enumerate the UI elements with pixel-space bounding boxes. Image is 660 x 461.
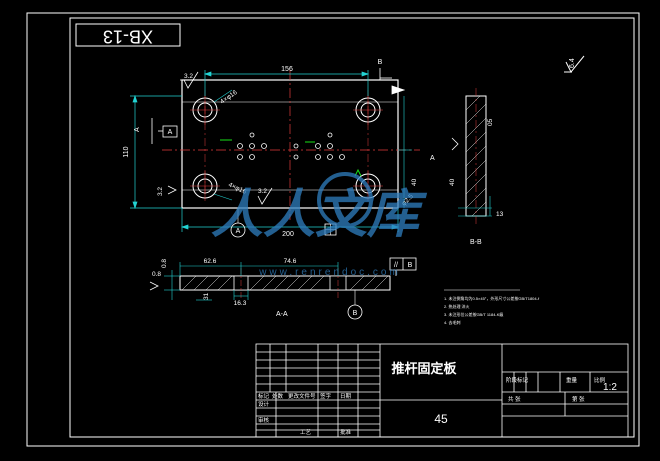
dim-right <box>398 96 412 208</box>
svg-text:16.3: 16.3 <box>234 300 247 307</box>
tolerance-frame <box>389 257 417 276</box>
datum-a-left <box>151 118 178 144</box>
corner-roughness-symbol: 6.4 <box>564 55 585 73</box>
watermark: 人人文库 www.renrendoc.com <box>211 172 428 278</box>
svg-text://: // <box>394 262 398 269</box>
drawing-code-box: XB-13 <box>75 23 181 47</box>
svg-text:05: 05 <box>487 118 494 126</box>
label-design: 设计 <box>258 400 270 408</box>
hole-bottom-left <box>190 171 220 201</box>
note-1: 1. 未注倒角均为0.5×45°，外形尺寸公差按GB/T1804-f <box>444 295 540 301</box>
roughness-top <box>180 71 199 89</box>
section-view-aa: 62.6 74.6 0.8 0.8 16.3 31 // B <box>149 257 417 320</box>
scale-value: 1:2 <box>603 382 617 393</box>
svg-text:A: A <box>134 127 141 132</box>
dim-top-width-text: 156 <box>281 66 293 73</box>
roughness-mid <box>257 187 273 205</box>
dim-height <box>130 94 182 210</box>
green-marks <box>220 139 362 177</box>
svg-text:40: 40 <box>411 178 418 186</box>
label-process: 工艺 <box>300 429 312 436</box>
svg-text:3.2: 3.2 <box>184 73 193 80</box>
hole-top-right <box>353 95 383 125</box>
svg-text:A: A <box>430 155 435 162</box>
section-arrow-b <box>379 68 406 95</box>
drawing-code: XB-13 <box>103 26 153 46</box>
svg-text:0.8: 0.8 <box>161 259 168 268</box>
material: 45 <box>434 412 448 426</box>
section-aa-label: A-A <box>276 311 288 318</box>
svg-text:62.6: 62.6 <box>204 258 217 265</box>
label-scale: 比例 <box>594 376 606 384</box>
section-bb-label: B-B <box>470 239 482 246</box>
svg-text:31: 31 <box>203 292 210 300</box>
svg-text:B: B <box>408 262 413 269</box>
svg-text:3.2: 3.2 <box>157 187 164 196</box>
hole-top-left <box>190 95 220 125</box>
svg-text:A: A <box>236 228 241 235</box>
svg-text:B: B <box>378 59 383 66</box>
dim-overall-width-text: 200 <box>282 231 294 238</box>
label-weight: 重量 <box>566 376 578 384</box>
pin-holes <box>237 132 345 160</box>
svg-text:74.6: 74.6 <box>284 258 297 265</box>
svg-text:6.4: 6.4 <box>569 58 576 68</box>
section-hatch <box>181 275 389 291</box>
outer-frame <box>26 12 640 447</box>
label-review: 审核 <box>258 416 270 424</box>
note-2: 2. 热处理 淬火 <box>444 303 470 309</box>
side-view-bb: 13 40 05 B-B <box>449 88 504 246</box>
row-label-date: 日期 <box>340 393 352 400</box>
watermark-logo-icon <box>317 172 373 228</box>
roughness-left <box>167 185 177 195</box>
svg-text:3.2: 3.2 <box>258 188 267 195</box>
watermark-url: www.renrendoc.com <box>258 267 401 278</box>
part-name: 推杆固定板 <box>391 361 457 376</box>
note-4: 4. 去毛刺 <box>444 319 460 325</box>
svg-text:B: B <box>353 310 358 317</box>
row-label-sign: 签字 <box>320 392 332 400</box>
dim-overall-width <box>180 208 400 232</box>
dim-top-width <box>203 70 370 96</box>
svg-text:13: 13 <box>496 211 504 218</box>
row-label-mark: 标记 <box>258 392 270 400</box>
label-approve: 批准 <box>340 428 352 436</box>
note-3: 3. 未注形位公差按GB/T 1184-K级 <box>444 311 503 317</box>
svg-text:40: 40 <box>449 178 456 186</box>
hole-spec-1: 4×φ16 <box>219 89 239 106</box>
svg-text:0.8: 0.8 <box>152 271 161 278</box>
label-sheet-no: 第 张 <box>572 395 585 403</box>
watermark-brand: 人人文库 <box>211 186 428 244</box>
label-sheets-total: 共 张 <box>508 395 521 403</box>
dim-height-text: 110 <box>123 146 130 157</box>
row-label-count: 处数 <box>272 392 284 400</box>
title-block <box>255 343 629 438</box>
label-stage-mark: 阶段标记 <box>506 376 529 384</box>
row-label-change: 更改文件号 <box>288 392 316 400</box>
technical-notes: 1. 未注倒角均为0.5×45°，外形尺寸公差按GB/T1804-f 2. 热处… <box>444 289 540 325</box>
svg-text:A: A <box>168 129 173 136</box>
